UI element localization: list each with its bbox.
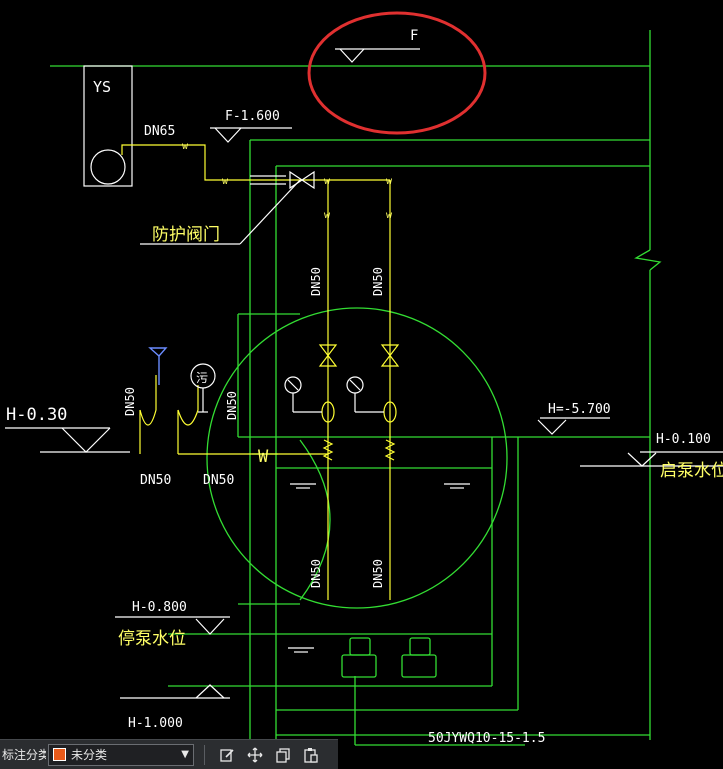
structure-lines <box>50 30 662 769</box>
svg-text:w: w <box>324 176 331 187</box>
svg-text:w: w <box>386 210 393 221</box>
paste-icon[interactable] <box>297 743 325 767</box>
label-valve-note: 防护阀门 <box>152 225 220 245</box>
chevron-down-icon: ▼ <box>181 749 189 760</box>
label-dn50-v3: DN50 <box>123 387 137 416</box>
category-label: 标注分类 <box>2 748 46 762</box>
label-stop-pump: 停泵水位 <box>118 629 186 649</box>
category-value: 未分类 <box>71 748 108 762</box>
label-f-top: F <box>410 28 418 44</box>
yellow-pipes <box>121 144 400 600</box>
label-dn50-v2: DN50 <box>371 267 385 296</box>
svg-text:w: w <box>222 176 229 187</box>
label-h-1000: H-1.000 <box>128 716 183 731</box>
svg-text:w: w <box>182 141 189 152</box>
ys-unit <box>83 65 133 187</box>
label-dn50-v4: DN50 <box>225 391 239 420</box>
label-dn50-h1: DN50 <box>140 473 171 488</box>
pipe-markers: w w w w w w <box>182 141 393 221</box>
funnel-icon <box>148 347 168 357</box>
svg-text:w: w <box>324 210 331 221</box>
label-h-0800: H-0.800 <box>132 600 187 615</box>
level-markers <box>5 48 723 699</box>
category-select[interactable]: 未分类 ▼ <box>48 743 194 766</box>
highlight-ellipse <box>307 11 487 135</box>
label-start-pump: 启泵水位 <box>660 461 723 481</box>
toolbar-divider <box>204 744 205 765</box>
category-color-swatch <box>53 748 66 761</box>
label-dn50-v5: DN50 <box>309 559 323 588</box>
label-pump-model: 50JYWQ10-15-1.5 <box>428 731 545 746</box>
svg-text:w: w <box>386 176 393 187</box>
drawing-labels: YS F DN65 F-1.600 防护阀门 DN50 DN50 DN50 DN… <box>6 28 723 746</box>
edit-icon[interactable] <box>213 743 241 767</box>
label-w-mark: W <box>258 447 269 467</box>
label-f-1600: F-1.600 <box>225 109 280 124</box>
label-h-0100: H-0.100 <box>656 432 711 447</box>
label-h-5700: H=-5.700 <box>548 402 611 417</box>
label-dn50-v6: DN50 <box>371 559 385 588</box>
label-dn50-v1: DN50 <box>309 267 323 296</box>
label-ys: YS <box>93 78 111 96</box>
label-h-030: H-0.30 <box>6 405 67 425</box>
move-icon[interactable] <box>241 743 269 767</box>
label-wu-symbol: 污 <box>196 371 208 385</box>
label-dn65: DN65 <box>144 124 175 139</box>
label-dn50-h2: DN50 <box>203 473 234 488</box>
copy-icon[interactable] <box>269 743 297 767</box>
annotation-toolbar: 标注分类 未分类 ▼ <box>0 739 338 769</box>
